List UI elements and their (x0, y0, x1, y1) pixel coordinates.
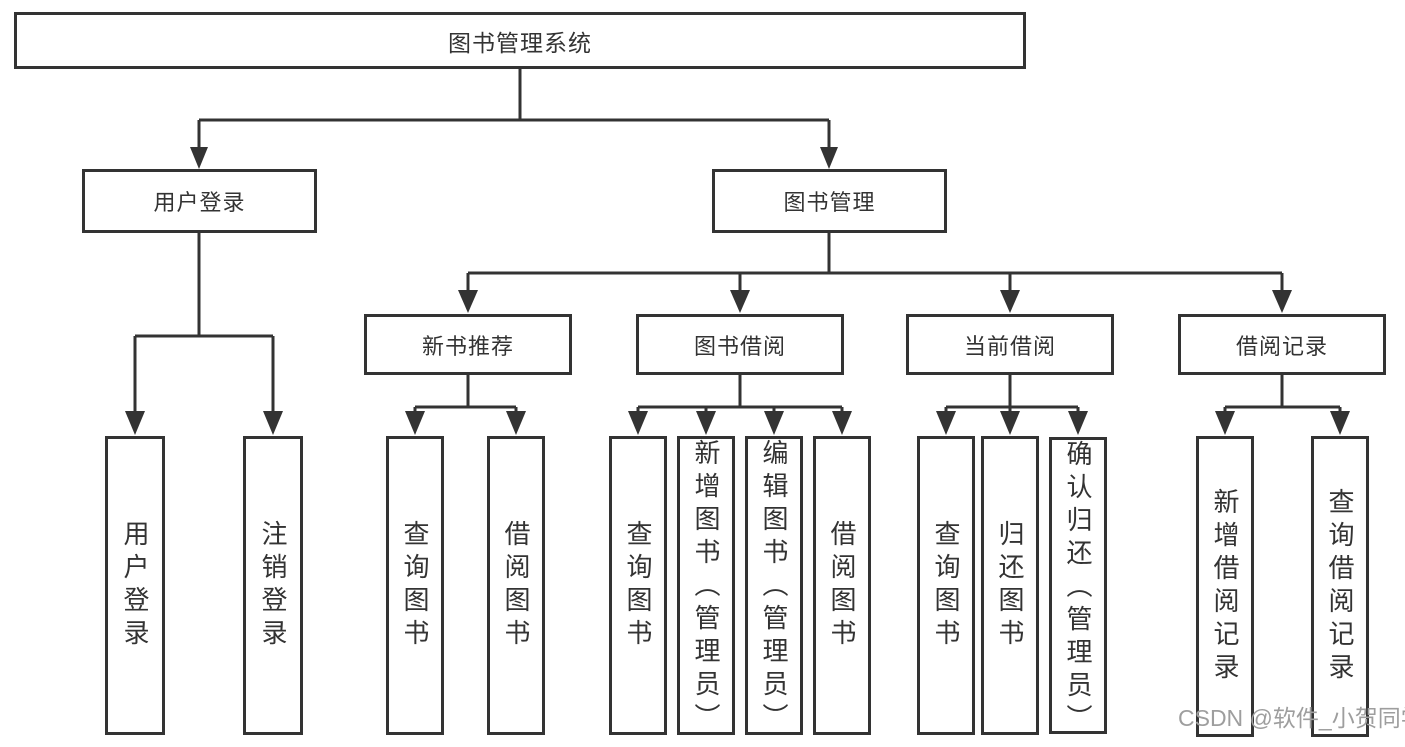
leaf-add-borrow-record-label: 新增借阅记录 (1210, 487, 1240, 686)
leaf-add-books-admin-label: 新增图书（管理员） (691, 439, 721, 736)
node-current-borrowing: 当前借阅 (906, 314, 1114, 375)
node-book-management: 图书管理 (712, 169, 947, 233)
node-current-borrowing-label: 当前借阅 (963, 333, 1056, 359)
leaf-borrow-books-recommend: 借阅图书 (487, 436, 545, 735)
leaf-query-books-current-label: 查询图书 (931, 519, 961, 652)
leaf-logout-label: 注销登录 (258, 519, 288, 652)
leaf-query-borrow-record: 查询借阅记录 (1311, 436, 1369, 737)
node-root-system: 图书管理系统 (14, 12, 1026, 69)
node-book-management-label: 图书管理 (783, 190, 876, 215)
node-new-book-recommend-label: 新书推荐 (421, 333, 514, 359)
leaf-user-login: 用户登录 (105, 436, 165, 735)
watermark: CSDN @软件_小贺同学 (1178, 705, 1405, 731)
node-user-login-label: 用户登录 (153, 190, 246, 215)
leaf-borrow-books-recommend-label: 借阅图书 (501, 519, 531, 652)
node-borrowing-records: 借阅记录 (1178, 314, 1386, 375)
node-book-borrowing: 图书借阅 (636, 314, 844, 375)
leaf-query-books-recommend: 查询图书 (386, 436, 444, 735)
leaf-edit-books-admin: 编辑图书（管理员） (745, 436, 803, 736)
leaf-return-books: 归还图书 (981, 436, 1039, 735)
leaf-query-books-recommend-label: 查询图书 (400, 519, 430, 652)
leaf-user-login-label: 用户登录 (120, 519, 150, 652)
leaf-query-borrow-record-label: 查询借阅记录 (1325, 487, 1355, 686)
leaf-query-books-borrowing: 查询图书 (609, 436, 667, 735)
leaf-edit-books-admin-label: 编辑图书（管理员） (759, 439, 789, 736)
node-user-login: 用户登录 (82, 169, 317, 233)
leaf-query-books-current: 查询图书 (917, 436, 975, 735)
node-new-book-recommend: 新书推荐 (364, 314, 572, 375)
leaf-borrow-books-borrowing: 借阅图书 (813, 436, 871, 735)
leaf-return-books-label: 归还图书 (995, 519, 1025, 652)
leaf-borrow-books-borrowing-label: 借阅图书 (827, 519, 857, 652)
leaf-logout: 注销登录 (243, 436, 303, 735)
leaf-add-borrow-record: 新增借阅记录 (1196, 436, 1254, 737)
node-book-borrowing-label: 图书借阅 (693, 333, 786, 359)
leaf-add-books-admin: 新增图书（管理员） (677, 436, 735, 736)
leaf-query-books-borrowing-label: 查询图书 (623, 519, 653, 652)
node-borrowing-records-label: 借阅记录 (1235, 333, 1328, 359)
leaf-confirm-return-admin-label: 确认归还（管理员） (1063, 440, 1093, 737)
leaf-confirm-return-admin: 确认归还（管理员） (1049, 437, 1107, 737)
node-root-system-label: 图书管理系统 (448, 29, 592, 56)
